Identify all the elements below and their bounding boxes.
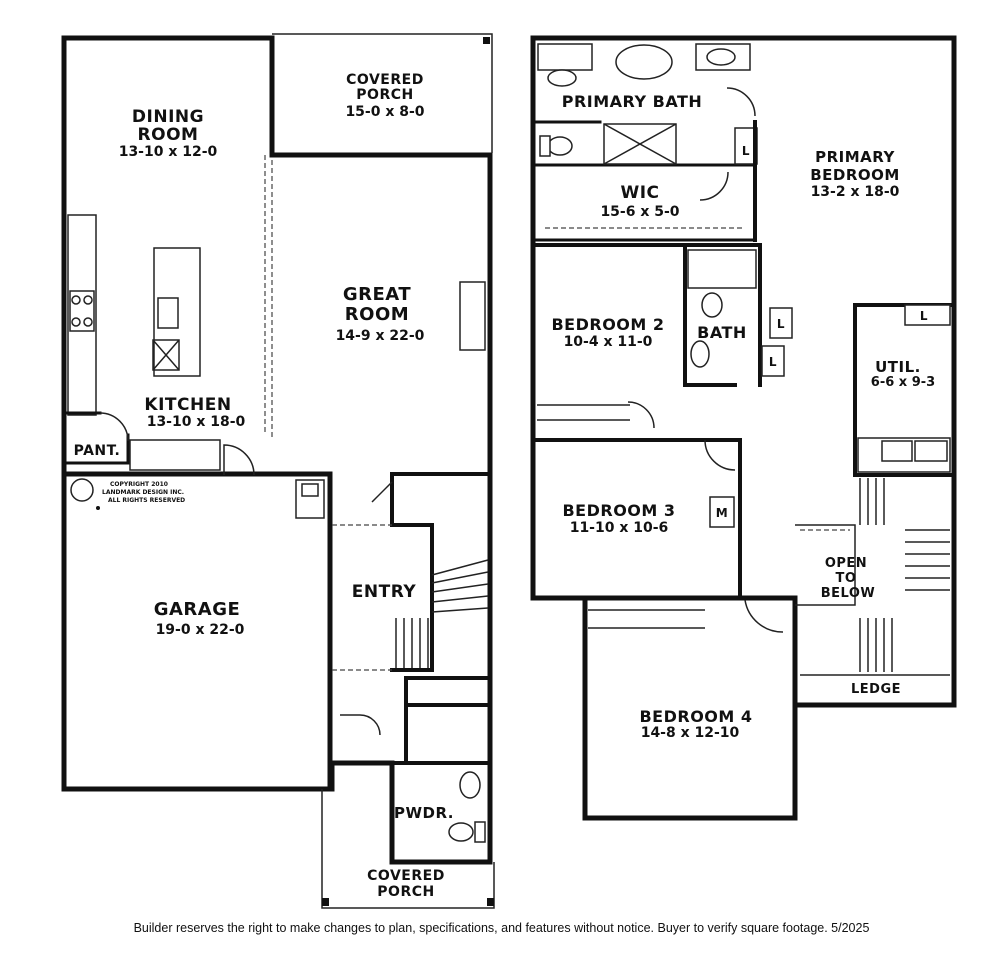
util-dims: 6-6 x 9-3 [871,375,935,390]
linen-mark-2: L [777,317,785,331]
open-name-2: TO [836,571,857,586]
bed2-name: BEDROOM 2 [551,315,664,334]
entry-name: ENTRY [352,582,417,602]
pantry-name: PANT. [74,443,121,459]
porch-top-dims: 15-0 x 8-0 [345,104,424,120]
upper-floor-labels: PRIMARY BATH WIC 15-6 x 5-0 PRIMARY BEDR… [551,92,935,741]
wic-name: WIC [620,183,659,203]
garage-dims: 19-0 x 22-0 [156,622,245,638]
porch-top-name-2: PORCH [356,87,413,103]
bed2-dims: 10-4 x 11-0 [564,334,653,350]
bed4-name: BEDROOM 4 [639,707,752,726]
kitchen-name: KITCHEN [144,395,231,415]
primary-bath-name: PRIMARY BATH [562,92,703,111]
linen-mark-1: L [742,144,750,158]
garage-name: GARAGE [154,599,241,620]
main-floor-labels: DINING ROOM 13-10 x 12-0 COVERED PORCH 1… [74,72,454,900]
util-name: UTIL. [875,358,921,376]
porch-bottom-name-1: COVERED [367,868,445,884]
bed3-name: BEDROOM 3 [562,501,675,520]
dining-name-2: ROOM [138,125,199,145]
great-name-2: ROOM [345,304,409,325]
main-stairs [395,559,489,668]
bath-name: BATH [697,323,747,342]
primary-bed-name-2: BEDROOM [810,166,900,184]
main-floor [61,33,495,909]
dining-dims: 13-10 x 12-0 [119,144,218,160]
upper-stairs [859,478,950,672]
copyright-line-3: ALL RIGHTS RESERVED [108,497,185,504]
porch-top-name-1: COVERED [346,72,424,88]
ledge-name: LEDGE [851,682,901,697]
open-name-1: OPEN [825,556,867,571]
primary-bed-dims: 13-2 x 18-0 [811,184,900,200]
dining-name-1: DINING [132,107,204,127]
powder-name: PWDR. [394,804,454,822]
mech-mark: M [716,506,728,520]
great-dims: 14-9 x 22-0 [336,328,425,344]
great-name-1: GREAT [343,284,411,305]
kitchen-dims: 13-10 x 18-0 [147,414,246,430]
wic-dims: 15-6 x 5-0 [600,204,679,220]
copyright-line-2: LANDMARK DESIGN INC. [102,489,184,496]
linen-mark-3: L [769,355,777,369]
linen-mark-4: L [920,309,928,323]
primary-bed-name-1: PRIMARY [815,148,895,166]
copyright-line-1: COPYRIGHT 2010 [110,481,168,488]
bed3-dims: 11-10 x 10-6 [570,520,669,536]
porch-bottom-name-2: PORCH [377,884,434,900]
disclaimer-footer: Builder reserves the right to make chang… [133,921,870,935]
bed4-dims: 14-8 x 12-10 [641,725,740,741]
open-name-3: BELOW [821,586,876,601]
upper-floor [530,35,957,821]
